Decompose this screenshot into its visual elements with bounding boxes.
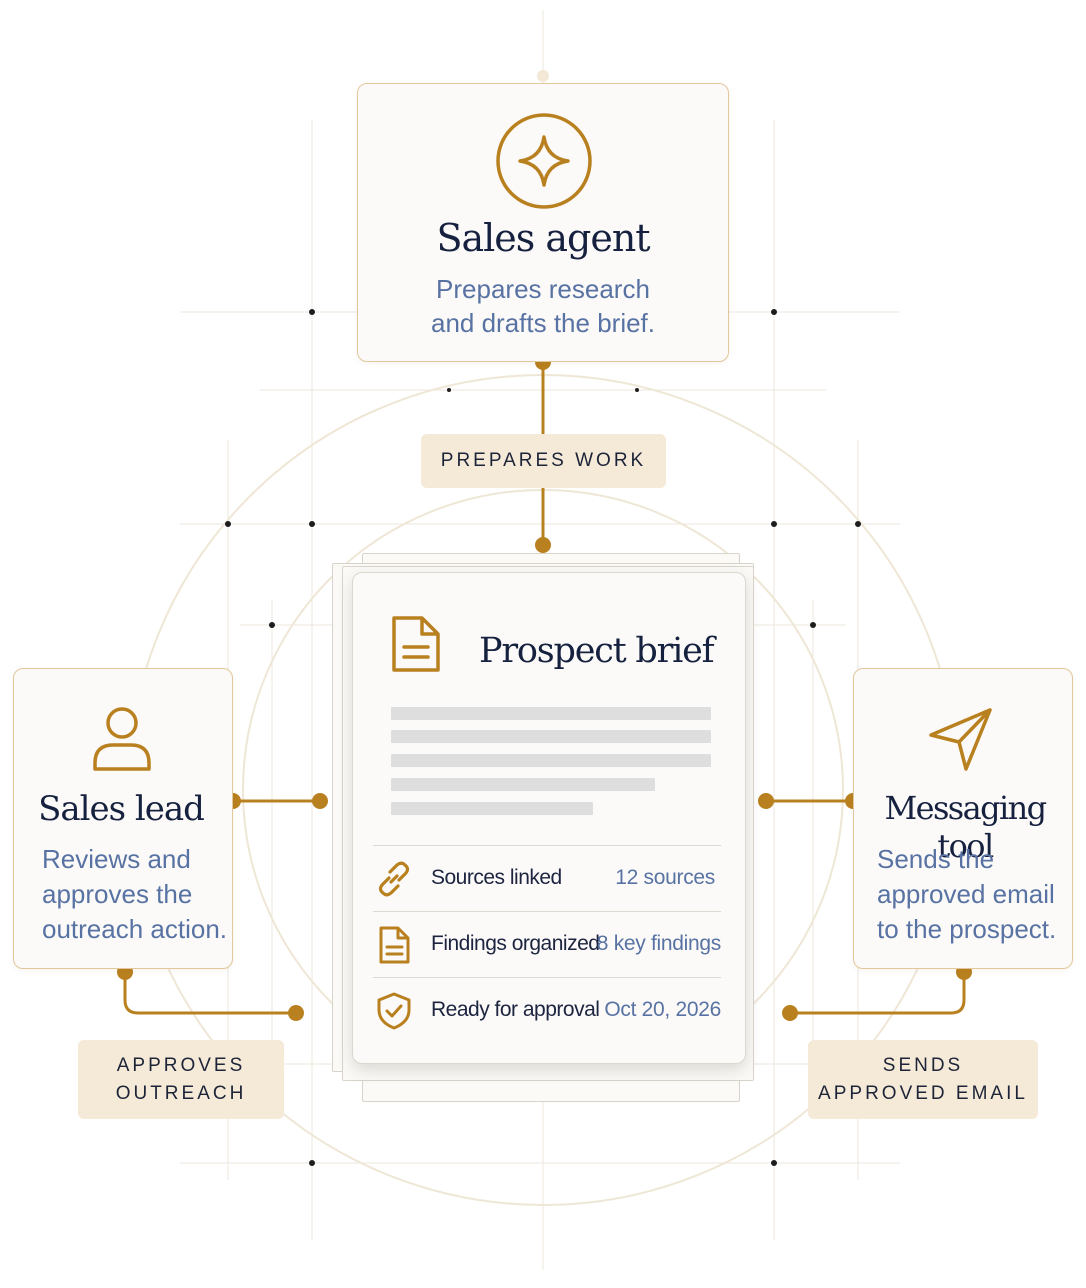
sales-lead-title: Sales lead [38, 789, 205, 829]
sparkle-icon [496, 113, 592, 209]
sales-lead-card: Sales lead Reviews and approves the outr… [13, 668, 233, 969]
shield-check-icon [377, 992, 411, 1030]
placeholder-text-line [391, 778, 655, 791]
edge-label-line: APPROVES [116, 1054, 246, 1076]
edge-label-line: PREPARES WORK [440, 450, 647, 471]
send-icon [929, 708, 992, 771]
edge-label-prepares-work: PREPARES WORK [421, 434, 666, 488]
prospect-brief-title: Prospect brief [479, 631, 715, 671]
sales-agent-description-line: Prepares research [436, 274, 650, 304]
grid-dots [225, 309, 861, 1166]
document-icon [392, 616, 440, 672]
messaging-tool-description-line: Sends the [877, 844, 995, 874]
messaging-tool-description: Sends the approved email to the prospect… [877, 842, 1056, 947]
edge-label-line: SENDS [882, 1054, 964, 1076]
brief-divider [373, 845, 721, 846]
placeholder-text-line [391, 802, 593, 815]
brief-divider [373, 977, 721, 978]
connector-approves [123, 970, 298, 1015]
edge-label-line: APPROVED EMAIL [818, 1082, 1028, 1104]
sales-lead-description: Reviews and approves the outreach action… [42, 842, 227, 947]
sales-agent-card: Sales agent Prepares research and drafts… [357, 83, 729, 362]
brief-row-sources: Sources linked 12 sources [373, 846, 721, 912]
prospect-brief-card: Prospect brief Sources linked 12 sources… [352, 572, 746, 1064]
placeholder-text-line [391, 730, 711, 743]
brief-row-findings: Findings organized 8 key findings [373, 912, 721, 978]
link-icon [378, 861, 410, 897]
sales-lead-description-line: Reviews and [42, 844, 191, 874]
document-icon [379, 926, 410, 964]
placeholder-text-line [391, 754, 711, 767]
sales-agent-title: Sales agent [436, 216, 650, 260]
brief-row-value: 8 key findings [596, 932, 722, 955]
edge-label-line: OUTREACH [115, 1082, 247, 1104]
sales-lead-description-line: outreach action. [42, 914, 228, 944]
brief-row-label: Ready for approval [431, 998, 600, 1021]
sales-agent-description-line: and drafts the brief. [430, 308, 656, 338]
messaging-tool-description-line: approved email [877, 879, 1055, 909]
brief-row-label: Findings organized [431, 932, 600, 955]
messaging-tool-card: Messaging tool Sends the approved email … [853, 668, 1073, 969]
brief-row-approval: Ready for approval Oct 20, 2026 [373, 978, 721, 1044]
brief-row-value: Oct 20, 2026 [604, 998, 721, 1021]
top-dot [537, 70, 549, 82]
messaging-tool-title: Messaging tool [884, 789, 1047, 865]
brief-row-value: 12 sources [615, 866, 715, 889]
placeholder-text-line [391, 707, 711, 720]
sales-agent-description: Prepares research and drafts the brief. [358, 272, 728, 340]
brief-divider [373, 911, 721, 912]
sales-lead-description-line: approves the [42, 879, 193, 909]
messaging-tool-description-line: to the prospect. [877, 914, 1057, 944]
edge-label-approves-outreach: APPROVES OUTREACH [78, 1040, 284, 1119]
connector-sends [788, 970, 966, 1015]
user-icon [93, 707, 151, 771]
brief-row-label: Sources linked [431, 866, 562, 889]
edge-label-sends-approved-email: SENDS APPROVED EMAIL [808, 1040, 1038, 1119]
